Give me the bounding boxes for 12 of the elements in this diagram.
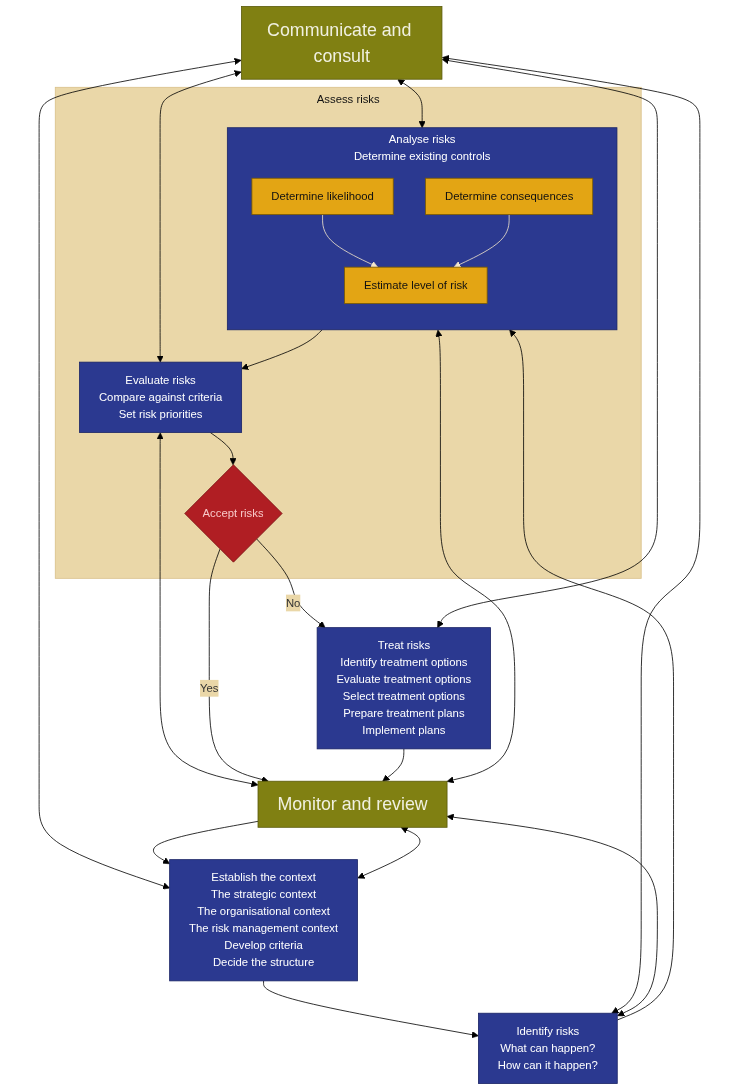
node-box: Monitor and review: [257, 780, 448, 828]
node-box: Treat risks Identify treatment options Evaluate treatment options Select treatment options Prepare treatment plans Implement plans: [316, 627, 491, 750]
edge-label: Yes: [200, 681, 219, 695]
node-box: Estimate level of risk: [344, 266, 488, 304]
node-box: Communicate and consult: [241, 6, 443, 80]
node-box: Determine likelihood: [251, 177, 394, 215]
node-box: Evaluate risks Compare against criteria Set risk priorities: [79, 361, 242, 433]
node-box: Determine consequences: [425, 177, 594, 215]
node-diamond: Accept risks: [184, 464, 283, 563]
node-box: Identify risks What can happen? How can it happen?: [478, 1012, 618, 1084]
node-box: Establish the context The strategic context The organisational context The risk management context Develop criteria Decide the structure: [169, 859, 358, 982]
edge-label: No: [285, 596, 301, 610]
